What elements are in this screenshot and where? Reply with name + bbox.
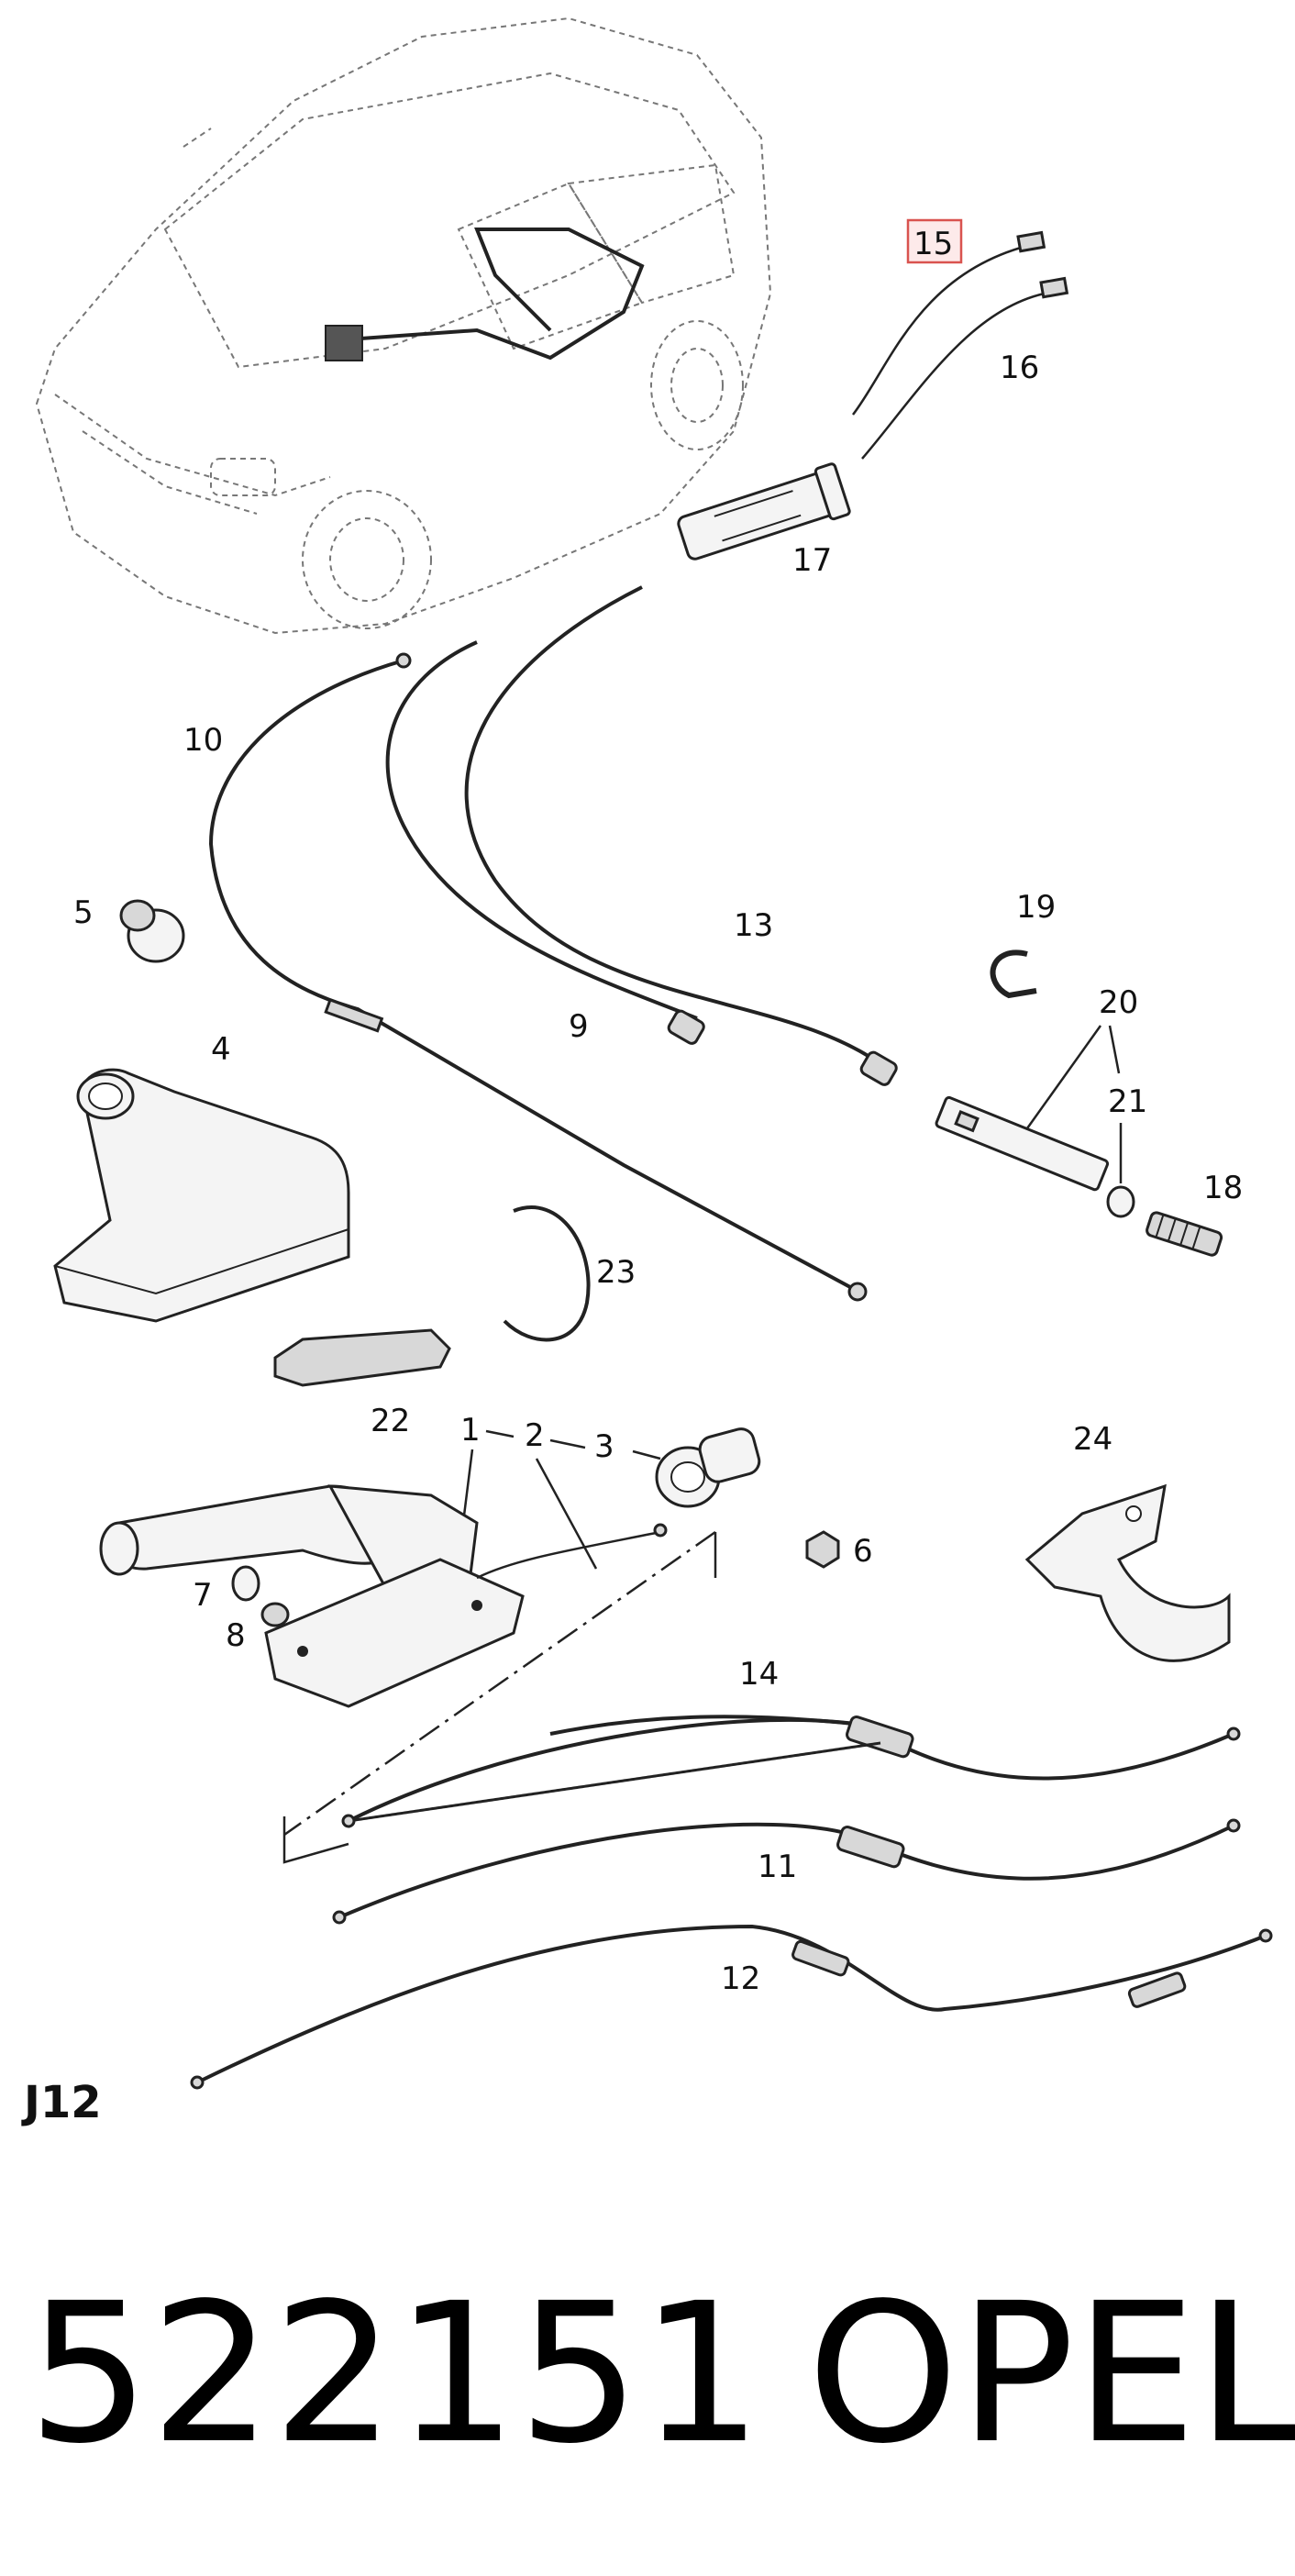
part-23-clip (503, 1205, 591, 1342)
part-label-23[interactable]: 23 (596, 1254, 636, 1291)
part-label-16[interactable]: 16 (1000, 350, 1039, 386)
part-label-5[interactable]: 5 (73, 894, 94, 931)
part-label-19[interactable]: 19 (1016, 889, 1056, 926)
part-label-7[interactable]: 7 (193, 1577, 213, 1614)
part-19-clip (990, 949, 1037, 999)
part-8-nut (260, 1602, 290, 1627)
brand-name: OPEL (807, 2261, 1295, 2486)
part-label-10[interactable]: 10 (183, 722, 223, 759)
part-label-12[interactable]: 12 (721, 1960, 760, 1997)
part-label-18[interactable]: 18 (1203, 1170, 1243, 1206)
separator-frame (283, 1530, 716, 1837)
part-24-bracket (1024, 1483, 1231, 1662)
part-label-11[interactable]: 11 (758, 1849, 797, 1885)
part-label-14[interactable]: 14 (739, 1656, 779, 1693)
cable-9 (385, 640, 698, 1020)
cable-15 (852, 244, 1028, 416)
car-outline (35, 17, 772, 635)
part-label-13[interactable]: 13 (734, 907, 773, 944)
handbrake-lever (99, 1484, 668, 1708)
part-20-bracket (935, 1095, 1110, 1192)
part-label-22[interactable]: 22 (371, 1403, 410, 1439)
part-7-cap (231, 1565, 260, 1602)
part-label-2[interactable]: 2 (525, 1417, 545, 1454)
diagram-code: J12 (21, 2077, 102, 2128)
label-15-highlight (906, 218, 963, 264)
part-label-6[interactable]: 6 (853, 1533, 873, 1570)
part-label-1[interactable]: 1 (460, 1412, 481, 1449)
part-label-4[interactable]: 4 (211, 1031, 231, 1068)
part-label-8[interactable]: 8 (226, 1617, 246, 1654)
cable-14 (348, 1717, 1234, 1823)
part-label-9[interactable]: 9 (569, 1008, 589, 1045)
part-label-20[interactable]: 20 (1099, 984, 1138, 1021)
part-label-3[interactable]: 3 (594, 1428, 614, 1465)
cable-13 (464, 585, 882, 1066)
part-17-tube (677, 462, 851, 561)
part-18-spring (1146, 1211, 1223, 1257)
part-number: 522151 (28, 2261, 763, 2486)
cable-12 (196, 1924, 1267, 2084)
part-22-plate (273, 1328, 451, 1387)
part-5-grommet (119, 899, 185, 963)
cable-16 (861, 290, 1056, 460)
cable-10 (208, 659, 863, 1295)
part-6-nut (805, 1530, 840, 1569)
part-label-17[interactable]: 17 (792, 542, 832, 579)
part-label-15[interactable]: 15 (913, 226, 953, 262)
part-label-24[interactable]: 24 (1073, 1421, 1112, 1458)
part-4-boot (53, 1068, 350, 1323)
part-label-21[interactable]: 21 (1108, 1083, 1147, 1120)
part-21-ring (1106, 1185, 1135, 1218)
part-3-bushing (655, 1427, 761, 1508)
